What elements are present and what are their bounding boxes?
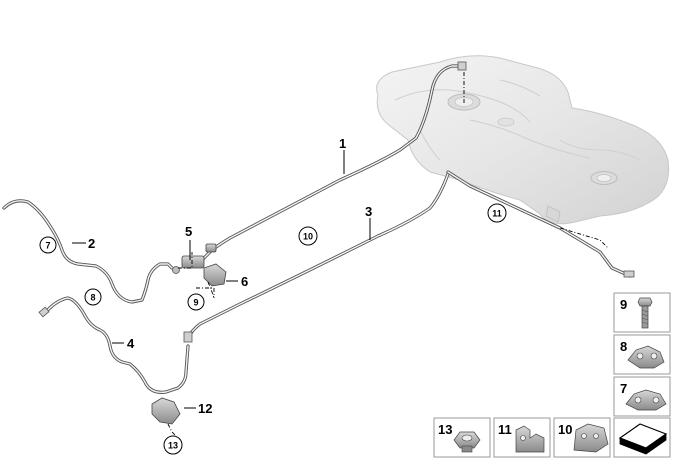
callout-3: 3 [365, 204, 372, 219]
connector-part-5 [178, 243, 217, 269]
svg-text:8: 8 [90, 293, 95, 303]
nut-icon [453, 431, 481, 453]
callout-6: 6 [241, 274, 248, 289]
callout-12: 12 [198, 401, 212, 416]
svg-text:10: 10 [303, 232, 313, 242]
arrow-icon [618, 423, 668, 455]
bracket-part-12 [151, 397, 181, 437]
leader-lines [72, 150, 371, 409]
svg-text:8: 8 [620, 339, 627, 354]
multi-clip-icon [573, 423, 609, 453]
single-clip-icon [515, 425, 545, 453]
svg-text:10: 10 [558, 422, 572, 437]
fuel-line-4 [38, 296, 193, 394]
circled-callout-13: 13 [163, 435, 183, 455]
legend-box-9: 9 [613, 292, 671, 333]
bolt-icon [637, 297, 653, 329]
legend-box-7: 7 [613, 376, 671, 417]
legend-box-11: 11 [493, 417, 551, 458]
svg-text:7: 7 [45, 241, 50, 251]
callout-5: 5 [185, 224, 192, 239]
double-clip-icon [625, 389, 667, 411]
circled-callout-8: 8 [84, 288, 102, 306]
bracket-part-6 [203, 263, 227, 299]
pipe-clip-icon [627, 345, 665, 369]
fuel-line-3 [186, 172, 450, 340]
fuel-line-2 [2, 199, 180, 304]
fuel-tank [376, 55, 670, 225]
circled-callout-10: 10 [298, 226, 318, 246]
circled-callout-11: 11 [487, 203, 507, 223]
callout-4: 4 [127, 336, 135, 351]
svg-text:11: 11 [498, 422, 512, 437]
fuel-line-1 [198, 61, 467, 264]
callout-2: 2 [88, 236, 95, 251]
svg-text:9: 9 [193, 298, 198, 308]
legend-box-10: 10 [553, 417, 611, 458]
svg-text:13: 13 [168, 441, 178, 451]
svg-text:13: 13 [438, 422, 452, 437]
legend-box-arrow [613, 417, 671, 458]
svg-text:11: 11 [492, 209, 502, 219]
circled-callout-9: 9 [187, 293, 205, 311]
legend-box-8: 8 [613, 334, 671, 375]
callout-1: 1 [339, 136, 346, 151]
fuel-line-11 [446, 170, 635, 278]
svg-text:9: 9 [620, 297, 627, 312]
svg-text:7: 7 [620, 381, 627, 396]
circled-callout-7: 7 [39, 236, 57, 254]
legend-box-13: 13 [433, 417, 491, 458]
